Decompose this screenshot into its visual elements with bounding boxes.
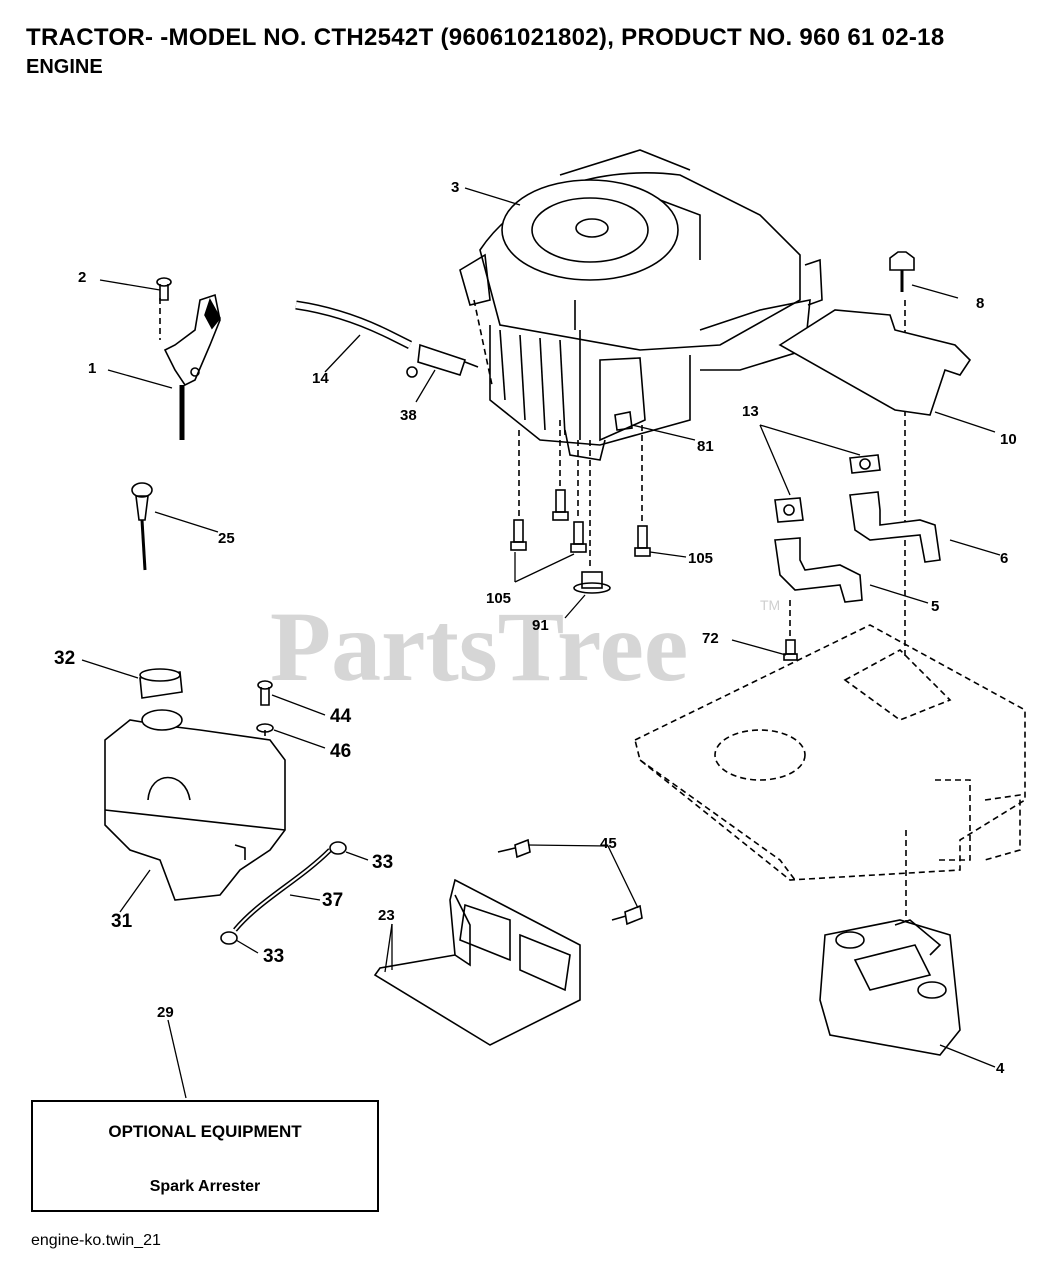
optional-equipment-heading: OPTIONAL EQUIPMENT bbox=[108, 1122, 302, 1141]
callout-29: 29 bbox=[157, 1004, 174, 1021]
screw-44 bbox=[257, 680, 273, 706]
callout-46: 46 bbox=[330, 741, 351, 762]
callout-5: 5 bbox=[931, 598, 939, 615]
optional-equipment-item: Spark Arrester bbox=[149, 1178, 261, 1195]
callout-44: 44 bbox=[330, 706, 352, 727]
baffle-10 bbox=[778, 309, 972, 416]
screw-2 bbox=[156, 277, 172, 301]
watermark: PartsTree bbox=[270, 591, 688, 702]
callout-32: 32 bbox=[54, 648, 75, 669]
callout-38: 38 bbox=[400, 407, 417, 424]
exhaust-pipe-5 bbox=[774, 537, 863, 603]
watermark-tm: TM bbox=[760, 597, 780, 613]
callout-13: 13 bbox=[742, 403, 759, 420]
callout-8: 8 bbox=[976, 295, 984, 312]
leader-lines bbox=[81, 187, 1001, 1099]
dipstick-25 bbox=[131, 482, 153, 571]
tractor-frame bbox=[634, 624, 1026, 881]
page-title: TRACTOR- -MODEL NO. CTH2542T (9606102180… bbox=[26, 24, 945, 51]
callout-23: 23 bbox=[378, 907, 395, 924]
engine-part bbox=[459, 149, 823, 461]
callout-31: 31 bbox=[111, 911, 133, 932]
bolt-72 bbox=[783, 639, 798, 661]
exhaust-gasket-13 bbox=[774, 454, 881, 523]
screw-45 bbox=[497, 838, 643, 926]
callout-6: 6 bbox=[1000, 550, 1008, 567]
callout-37: 37 bbox=[322, 890, 343, 911]
callout-33: 33 bbox=[263, 946, 284, 967]
callout-45: 45 bbox=[600, 835, 617, 852]
callout-4: 4 bbox=[996, 1060, 1005, 1077]
callout-91: 91 bbox=[532, 617, 549, 634]
cap-8 bbox=[889, 251, 915, 292]
throttle-control-1 bbox=[163, 293, 221, 440]
bolt-105 bbox=[510, 489, 651, 557]
callout-3: 3 bbox=[451, 179, 459, 196]
callout-105: 105 bbox=[688, 550, 713, 567]
fuel-filter-38 bbox=[406, 343, 479, 378]
heat-shield-23 bbox=[373, 878, 581, 1046]
callout-81: 81 bbox=[697, 438, 714, 455]
callout-1: 1 bbox=[88, 360, 96, 377]
fuel-cap-32 bbox=[139, 668, 183, 699]
drawing-id: engine-ko.twin_21 bbox=[31, 1232, 161, 1249]
callout-72: 72 bbox=[702, 630, 719, 647]
callout-105: 105 bbox=[486, 590, 511, 607]
section-title: ENGINE bbox=[26, 56, 103, 78]
muffler-4 bbox=[819, 919, 961, 1056]
callout-33: 33 bbox=[372, 852, 393, 873]
exhaust-pipe-6 bbox=[849, 491, 941, 563]
fuel-tank-31 bbox=[104, 709, 286, 901]
optional-equipment-box: OPTIONAL EQUIPMENT Spark Arrester bbox=[31, 1100, 379, 1212]
spacer-91 bbox=[573, 571, 611, 594]
callout-14: 14 bbox=[312, 370, 329, 387]
callout-25: 25 bbox=[218, 530, 235, 547]
callout-2: 2 bbox=[78, 269, 86, 286]
washer-46 bbox=[256, 723, 274, 733]
callout-10: 10 bbox=[1000, 431, 1017, 448]
clamp-33 bbox=[220, 841, 347, 945]
